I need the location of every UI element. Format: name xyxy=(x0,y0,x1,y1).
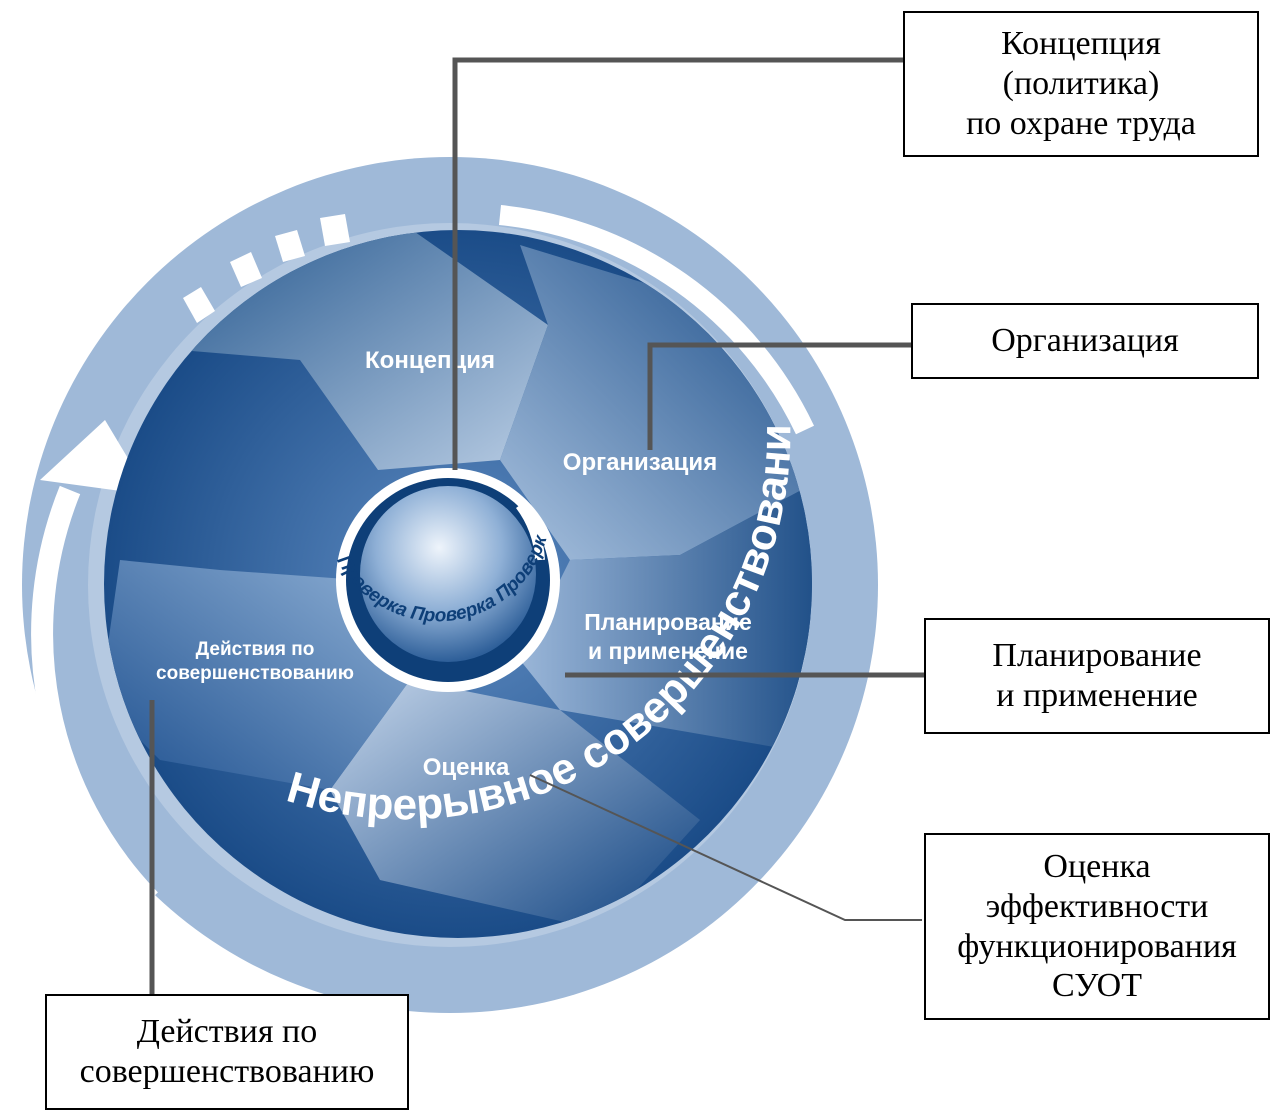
callout-planning-line-1: Планирование xyxy=(992,637,1202,675)
callout-concept-policy-line-3: по охране труда xyxy=(966,104,1196,142)
callout-concept-policy-line-1: Концепция xyxy=(1001,25,1161,63)
segment-label-improvement-line-1: Действия по xyxy=(196,639,315,660)
cycle-arrow-arc xyxy=(31,485,158,908)
segment-label-planning-line-1: Планирование xyxy=(584,609,752,635)
segment-label-evaluation-line-1: Оценка xyxy=(423,754,510,781)
callout-planning-line-2: и применение xyxy=(996,677,1198,714)
segment-label-evaluation: Оценка xyxy=(423,754,510,781)
segment-label-concept: Концепция xyxy=(365,347,495,374)
callout-organization: Организация xyxy=(911,303,1259,379)
segment-organization xyxy=(500,245,812,560)
hub-sphere xyxy=(360,486,536,662)
callout-evaluation-line-2: эффективности xyxy=(985,887,1209,925)
segment-label-planning: Планирование и применение xyxy=(584,609,752,664)
segment-planning xyxy=(520,480,812,760)
segment-label-improvement: Действия по совершенствованию xyxy=(156,639,354,684)
callout-evaluation-line-1: Оценка xyxy=(1043,847,1151,885)
cycle-arrow-dash-4 xyxy=(320,214,350,246)
leader-line-evaluation xyxy=(529,774,922,921)
leader-line-concept xyxy=(452,57,905,470)
leader-line-organization xyxy=(647,342,912,450)
segment-improvement xyxy=(104,560,410,790)
segment-evaluation xyxy=(330,680,700,930)
cycle-arrow-dash-3 xyxy=(275,230,305,262)
cycle-arrow-top-arc xyxy=(498,205,815,435)
segment-label-concept-line-1: Концепция xyxy=(365,347,495,374)
segment-label-planning-line-2: и применение xyxy=(588,638,748,664)
segment-label-improvement-line-2: совершенствованию xyxy=(156,663,354,684)
cycle-arrow-dash-1 xyxy=(183,287,215,323)
callout-improvement-line-2: совершенствованию xyxy=(79,1053,375,1090)
callout-evaluation-line-4: СУОТ xyxy=(1052,967,1142,1005)
callout-concept-policy: Концепция(политика)по охране труда xyxy=(903,11,1259,157)
segment-label-organization: Организация xyxy=(563,449,717,476)
segment-label-organization-line-1: Организация xyxy=(563,449,717,476)
callout-evaluation-line-3: функционирования xyxy=(957,927,1237,965)
hub-arrow-white xyxy=(515,501,545,561)
callout-concept-policy-line-2: (политика) xyxy=(1002,65,1160,103)
callout-improvement-line-1: Действия по xyxy=(136,1013,318,1051)
cycle-arrow-dash-2 xyxy=(230,252,262,287)
callout-organization-line-1: Организация xyxy=(991,322,1179,360)
